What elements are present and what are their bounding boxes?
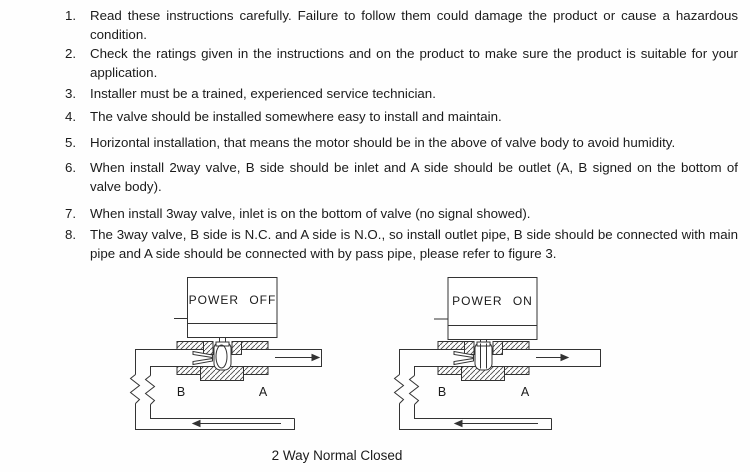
port-label-a: A [521, 385, 530, 399]
valve-seat-lower [453, 357, 474, 366]
inlet-piping [393, 349, 552, 430]
list-item: 1. Read these instructions carefully. Fa… [60, 6, 738, 44]
instruction-list: 1. Read these instructions carefully. Fa… [60, 6, 738, 263]
diagram-power-on: POWER ON [393, 277, 601, 430]
list-item: 6. When install 2way valve, B side shoul… [60, 158, 738, 196]
item-number: 2. [65, 46, 77, 61]
list-item: 4. The valve should be installed somewhe… [60, 107, 738, 126]
flow-arrow-right-icon [311, 353, 321, 362]
outlet-pipe [268, 349, 322, 367]
item-text: The valve should be installed somewhere … [90, 109, 502, 124]
pipe-break-zigzag [393, 374, 405, 404]
item-text: Installer must be a trained, experienced… [90, 86, 436, 101]
list-item: 2. Check the ratings given in the instru… [60, 44, 738, 82]
actuator-box: POWER ON [434, 277, 538, 340]
port-label-b: B [438, 385, 446, 399]
item-number: 1. [65, 8, 77, 23]
flow-arrow-right-icon [560, 353, 570, 362]
valve-seat-upper [453, 350, 474, 359]
actuator-box: POWER OFF [174, 277, 278, 338]
ball-closed-icon [213, 341, 232, 371]
valve-seat-upper [192, 350, 213, 359]
item-text: Horizontal installation, that means the … [90, 135, 676, 150]
pipe-break-zigzag [144, 375, 156, 405]
item-number: 7. [65, 206, 77, 221]
port-label-a: A [259, 385, 268, 399]
list-item: 3. Installer must be a trained, experien… [60, 84, 738, 103]
list-item: 8. The 3way valve, B side is N.C. and A … [60, 225, 738, 263]
item-number: 5. [65, 135, 77, 150]
item-text: Check the ratings given in the instructi… [90, 46, 738, 80]
valve-stem [219, 337, 226, 342]
pipe-break-zigzag [129, 374, 141, 404]
item-number: 3. [65, 86, 77, 101]
pipe-break-zigzag [408, 375, 420, 405]
flow-arrow-left-icon [191, 419, 201, 428]
list-item: 5. Horizontal installation, that means t… [60, 133, 738, 152]
item-number: 8. [65, 227, 77, 242]
list-item: 7. When install 3way valve, inlet is on … [60, 204, 738, 223]
item-number: 4. [65, 109, 77, 124]
flow-arrow-left-icon [453, 419, 463, 428]
valve-seat-lower [192, 357, 213, 366]
item-text: When install 2way valve, B side should b… [90, 160, 738, 194]
port-label-b: B [177, 385, 185, 399]
valve-diagrams-figure: POWER OFF [129, 277, 601, 430]
outlet-pipe [529, 349, 601, 367]
inlet-piping [129, 349, 295, 430]
valve-body [176, 341, 269, 381]
item-text: Read these instructions carefully. Failu… [90, 8, 738, 42]
actuator-label: POWER ON [452, 294, 533, 308]
diagram-power-off: POWER OFF [129, 277, 322, 430]
actuator-label: POWER OFF [189, 293, 277, 307]
item-text: The 3way valve, B side is N.C. and A sid… [90, 227, 738, 261]
ball-open-icon [474, 341, 493, 371]
figure-caption: 2 Way Normal Closed [271, 448, 403, 463]
item-number: 6. [65, 160, 77, 175]
item-text: When install 3way valve, inlet is on the… [90, 206, 531, 221]
valve-body [437, 341, 530, 381]
